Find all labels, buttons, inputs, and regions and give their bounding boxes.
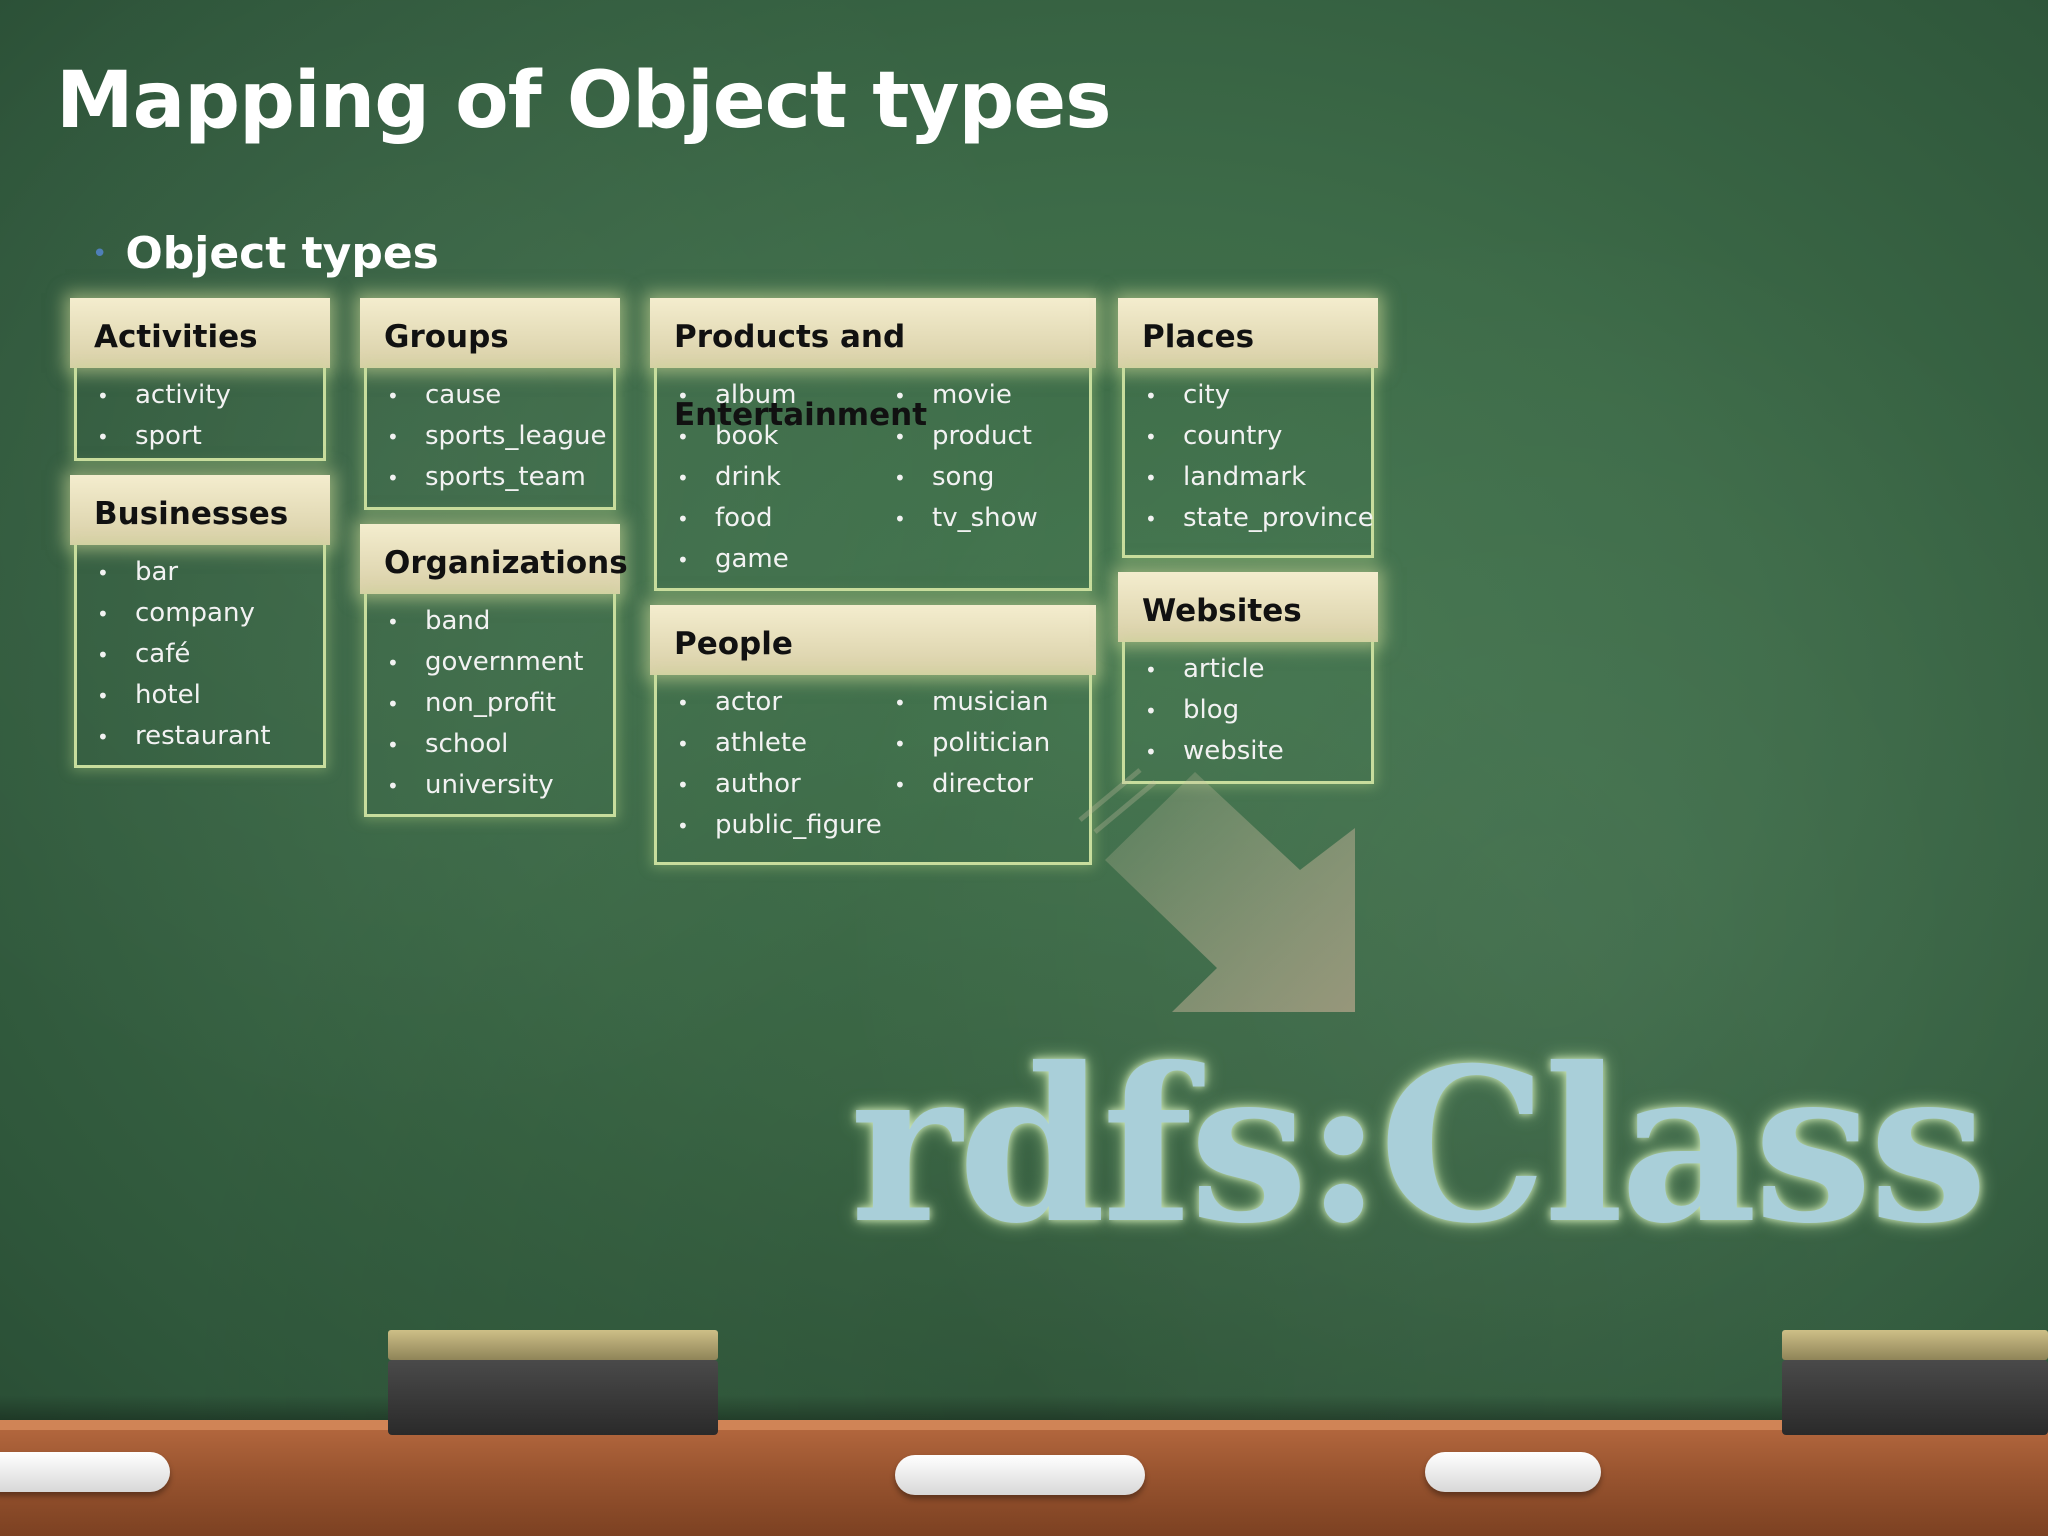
box-header: People <box>650 605 1096 675</box>
box-people: People •actor •athlete •author •public_f… <box>650 605 1096 865</box>
list-item: •product <box>894 421 1033 451</box>
list-item: •state_province <box>1145 503 1374 533</box>
box-activities: Activities •activity •sport <box>70 298 330 461</box>
list-item: •book <box>677 421 779 451</box>
list-item: •politician <box>894 728 1051 758</box>
list-item: •author <box>677 769 801 799</box>
chalk-piece <box>1425 1452 1601 1492</box>
down-right-arrow-icon <box>1060 760 1380 1034</box>
subtitle-row: • Object types <box>92 228 439 279</box>
box-body: •actor •athlete •author •public_figure •… <box>654 675 1092 865</box>
list-item: •sports_league <box>387 421 607 451</box>
list-item: •city <box>1145 380 1231 410</box>
box-groups: Groups •cause •sports_league •sports_tea… <box>360 298 620 510</box>
box-body: •album •book •drink •food •game •movie •… <box>654 368 1092 591</box>
eraser-right <box>1782 1330 2048 1435</box>
list-item: •café <box>97 639 191 669</box>
list-item: •band <box>387 606 491 636</box>
box-body: •bar •company •café •hotel •restaurant <box>74 545 326 768</box>
list-item: •tv_show <box>894 503 1038 533</box>
list-item: •song <box>894 462 995 492</box>
list-item: •activity <box>97 380 231 410</box>
list-item: •actor <box>677 687 783 717</box>
list-item: •game <box>677 544 789 574</box>
list-item: •university <box>387 770 554 800</box>
rdfs-class-label: rdfs:Class <box>850 1021 1988 1270</box>
list-item: •hotel <box>97 680 201 710</box>
list-item: •bar <box>97 557 179 587</box>
box-body: •cause •sports_league •sports_team <box>364 368 616 510</box>
slide-subtitle: Object types <box>125 228 439 279</box>
eraser-left <box>388 1330 718 1435</box>
box-organizations: Organizations •band •government •non_pro… <box>360 524 628 817</box>
list-item: •director <box>894 769 1033 799</box>
list-item: •government <box>387 647 584 677</box>
box-header: Groups <box>360 298 620 368</box>
chalk-piece <box>895 1455 1145 1495</box>
box-businesses: Businesses •bar •company •café •hotel •r… <box>70 475 330 768</box>
list-item: •drink <box>677 462 781 492</box>
chalk-piece <box>0 1452 170 1492</box>
list-item: •sport <box>97 421 202 451</box>
list-item: •album <box>677 380 797 410</box>
list-item: •country <box>1145 421 1283 451</box>
list-item: •non_profit <box>387 688 556 718</box>
box-body: •activity •sport <box>74 368 326 461</box>
box-header: Organizations <box>360 524 628 594</box>
list-item: •musician <box>894 687 1049 717</box>
list-item: •public_figure <box>677 810 882 840</box>
box-places: Places •city •country •landmark •state_p… <box>1118 298 1378 558</box>
chalk-ledge-edge <box>0 1420 2048 1430</box>
list-item: •food <box>677 503 773 533</box>
box-body: •city •country •landmark •state_province <box>1122 368 1374 558</box>
list-item: •sports_team <box>387 462 586 492</box>
list-item: •school <box>387 729 509 759</box>
box-header: Activities <box>70 298 330 368</box>
box-products-and-entertainment: Products and Entertainment •album •book … <box>650 298 1096 591</box>
box-body: •article •blog •website <box>1122 642 1374 784</box>
list-item: •restaurant <box>97 721 271 751</box>
list-item: •article <box>1145 654 1265 684</box>
slide-title: Mapping of Object types <box>56 56 1112 146</box>
box-header: Websites <box>1118 572 1378 642</box>
box-header: Places <box>1118 298 1378 368</box>
subtitle-bullet-icon: • <box>92 238 108 269</box>
list-item: •movie <box>894 380 1012 410</box>
box-header: Businesses <box>70 475 330 545</box>
box-websites: Websites •article •blog •website <box>1118 572 1378 784</box>
list-item: •cause <box>387 380 502 410</box>
box-body: •band •government •non_profit •school •u… <box>364 594 616 817</box>
list-item: •website <box>1145 736 1284 766</box>
list-item: •company <box>97 598 255 628</box>
list-item: •landmark <box>1145 462 1307 492</box>
box-header: Products and Entertainment <box>650 298 1096 433</box>
list-item: •blog <box>1145 695 1240 725</box>
list-item: •athlete <box>677 728 808 758</box>
